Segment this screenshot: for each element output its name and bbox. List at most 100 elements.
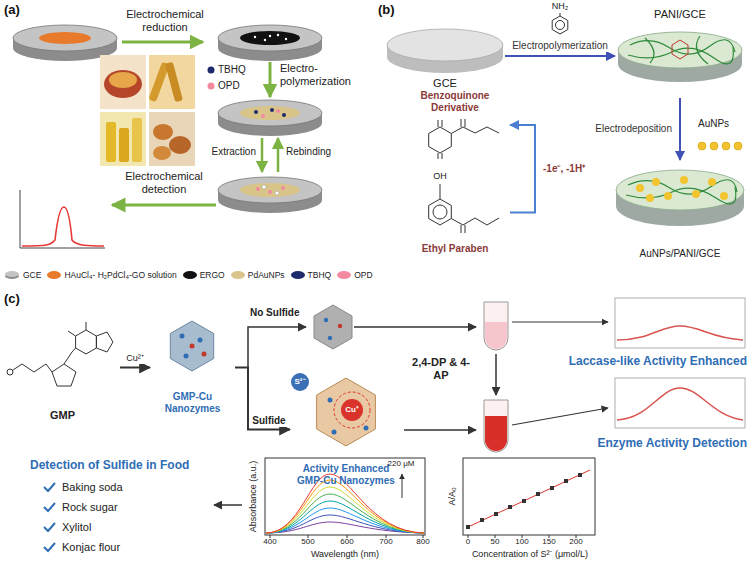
legend-swatch xyxy=(291,271,305,279)
electrode-pani xyxy=(696,36,708,64)
tbhq-dot xyxy=(208,67,215,74)
reaction-arrow xyxy=(354,326,476,328)
ethyl-paraben-molecule xyxy=(429,184,499,233)
calibration-plot xyxy=(494,512,498,516)
benzoquinone-molecule xyxy=(465,119,466,127)
food-item: Baking soda xyxy=(62,481,172,494)
electrode-aunps xyxy=(664,192,672,200)
ethyl-paraben-molecule xyxy=(451,218,499,225)
branch-arrow xyxy=(248,327,306,367)
reaction-arrow xyxy=(512,408,608,425)
node-box: Ethyl Paraben xyxy=(400,170,510,255)
tick-label: 200 xyxy=(564,537,588,547)
nanozyme-hexagon-enhanced xyxy=(364,426,369,431)
electrode-aunps xyxy=(646,194,654,202)
nanozyme-hexagon-enhanced xyxy=(334,392,370,428)
benzoquinone-molecule xyxy=(438,120,439,127)
mini-spectrum xyxy=(615,298,745,348)
benzoquinone-molecule xyxy=(461,119,462,127)
nanozyme-hexagon-enhanced xyxy=(291,373,309,391)
electrode-polymer xyxy=(261,114,265,118)
reagent-label: 2,4-DP & 4-AP xyxy=(410,356,472,382)
legend-symbol xyxy=(4,270,20,280)
node-box: GMP-Cu Nanozymes xyxy=(150,320,235,415)
step-label: Rebinding xyxy=(286,146,352,158)
mini-spectrum xyxy=(617,388,743,420)
food-photo xyxy=(132,118,142,162)
nanozyme-hexagon-grey xyxy=(324,318,328,322)
uv-vis-spectrum xyxy=(266,494,424,533)
check-mark xyxy=(44,503,55,511)
food-photo xyxy=(153,124,173,140)
nanozyme-hexagon-grey xyxy=(314,305,352,349)
calibration-plot xyxy=(463,458,595,535)
legend-item: TBHQ xyxy=(291,270,332,280)
node-label: Activity Enhanced GMP-Cu Nanozymes xyxy=(290,463,402,487)
calibration-plot xyxy=(466,525,470,529)
calibration-plot xyxy=(550,486,554,490)
test-tube xyxy=(484,302,508,452)
gmp-molecule xyxy=(76,330,97,354)
reaction-arrow xyxy=(404,429,476,431)
tick-label: 500 xyxy=(296,537,320,547)
step-label: Extraction xyxy=(198,146,256,158)
food-photo xyxy=(153,146,171,160)
electrode-imprinted xyxy=(268,190,272,194)
gmp-molecule xyxy=(68,331,76,336)
test-tube xyxy=(485,416,507,451)
ethyl-paraben-molecule xyxy=(461,225,462,233)
node-label: Benzoquinone Derivative xyxy=(400,90,510,114)
axis-title: Concentration of S²⁻ (μmol/L) xyxy=(455,549,605,560)
process-arrow xyxy=(269,62,272,97)
food-photo xyxy=(165,62,183,103)
nanozyme-hexagon-enhanced xyxy=(291,373,375,446)
tick-label: 100 xyxy=(510,537,534,547)
axis-title: Absorbance (a.u.) xyxy=(248,451,259,541)
connector xyxy=(679,98,681,160)
electrode-ergo xyxy=(277,34,279,36)
electrode-ergo xyxy=(218,25,322,51)
process-arrow xyxy=(112,204,216,207)
tick-label: 800 xyxy=(411,537,435,547)
connector xyxy=(120,367,150,369)
particle-label: AuNPs xyxy=(698,118,750,130)
tick-label: 0 xyxy=(456,537,480,547)
electrode-ergo xyxy=(285,38,287,40)
gmp-molecule xyxy=(7,322,113,386)
legend-item: GCE xyxy=(4,270,41,280)
ethyl-paraben-molecule xyxy=(433,205,447,219)
legend-swatch xyxy=(47,271,61,279)
food-photo xyxy=(106,122,116,162)
test-tube xyxy=(484,400,508,452)
legend: GCEHAuCl₄- H₂PdCl₄-GO solutionERGOPdAuNP… xyxy=(4,270,373,280)
electrode-bare xyxy=(13,25,117,51)
electrode-imprinted xyxy=(240,183,300,197)
legend-label: GCE xyxy=(23,270,41,280)
process-arrow xyxy=(122,41,203,44)
nanozyme-hexagon xyxy=(202,352,207,357)
step-label: Electro-polymerization xyxy=(280,62,364,88)
electrode-imprinted xyxy=(256,187,260,191)
node-box: GMP xyxy=(5,318,120,422)
voltammogram xyxy=(20,190,105,248)
legend-item: ERGO xyxy=(183,270,225,280)
uv-vis-spectrum xyxy=(266,480,424,533)
legend-symbol xyxy=(5,271,19,277)
node-box: GCE xyxy=(385,22,505,90)
legend-swatch xyxy=(183,271,197,279)
gold-nanoparticles xyxy=(722,142,730,150)
electrode-polymer xyxy=(282,113,286,117)
electrode-polymer xyxy=(254,110,258,114)
electrode-gce xyxy=(387,29,503,73)
tick-label: 150 xyxy=(537,537,561,547)
mini-spectrum xyxy=(617,326,743,340)
check-mark xyxy=(44,483,55,491)
connector xyxy=(510,125,535,213)
check-mark xyxy=(44,543,55,551)
electrode-pani xyxy=(628,47,733,64)
ion-label: S²⁻ xyxy=(291,377,309,387)
electrode-imprinted xyxy=(262,185,266,189)
branch-label: No Sulfide xyxy=(250,307,312,319)
uv-vis-spectrum xyxy=(266,487,424,533)
